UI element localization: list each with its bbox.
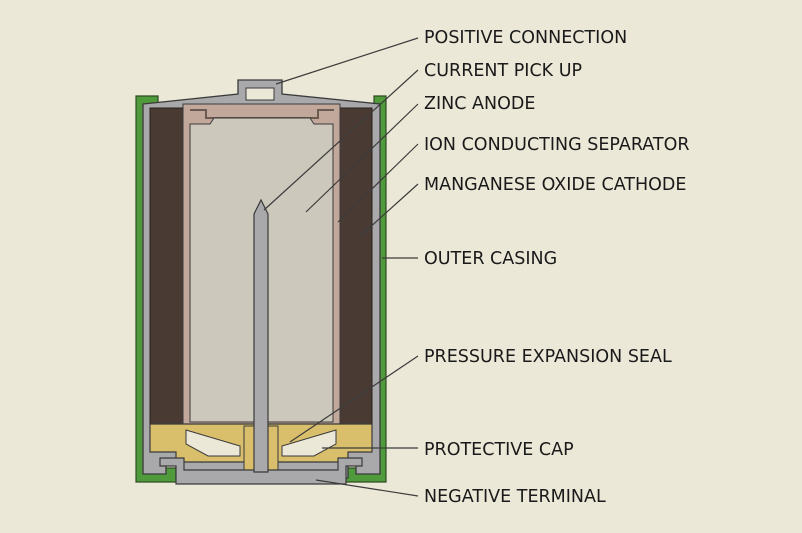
- label-pressure-expansion-seal: PRESSURE EXPANSION SEAL: [424, 347, 672, 367]
- leader-pressure-expansion-seal: [289, 355, 419, 443]
- label-positive-connection: POSITIVE CONNECTION: [424, 28, 627, 48]
- leader-zinc-anode: [305, 103, 419, 213]
- seal-left-notch: [185, 429, 241, 457]
- label-manganese-oxide-cathode: MANGANESE OXIDE CATHODE: [424, 175, 686, 195]
- leader-ion-conducting-separator: [337, 143, 419, 223]
- leader-positive-connection: [275, 37, 419, 85]
- label-current-pick-up: CURRENT PICK UP: [424, 61, 582, 81]
- current-pick-up-nail: [253, 198, 269, 473]
- leader-current-pick-up: [263, 69, 419, 211]
- positive-nub-inset: [245, 87, 275, 101]
- label-ion-conducting-separator: ION CONDUCTING SEPARATOR: [424, 135, 690, 155]
- label-outer-casing: OUTER CASING: [424, 249, 557, 269]
- seal-right-notch: [281, 429, 337, 457]
- label-negative-terminal: NEGATIVE TERMINAL: [424, 487, 606, 507]
- leader-negative-terminal: [315, 479, 419, 497]
- label-protective-cap: PROTECTIVE CAP: [424, 440, 574, 460]
- leader-manganese-oxide-cathode: [357, 183, 419, 239]
- label-zinc-anode: ZINC ANODE: [424, 94, 535, 114]
